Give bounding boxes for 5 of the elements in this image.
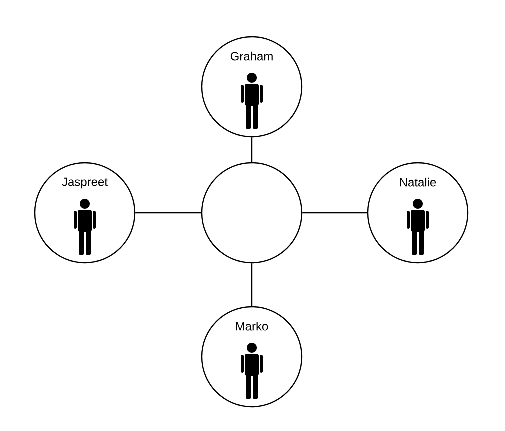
connector-line bbox=[302, 212, 368, 214]
connector-line bbox=[251, 138, 253, 162]
connector-line bbox=[251, 264, 253, 306]
empty-circle bbox=[201, 162, 303, 264]
connector-line bbox=[136, 212, 202, 214]
